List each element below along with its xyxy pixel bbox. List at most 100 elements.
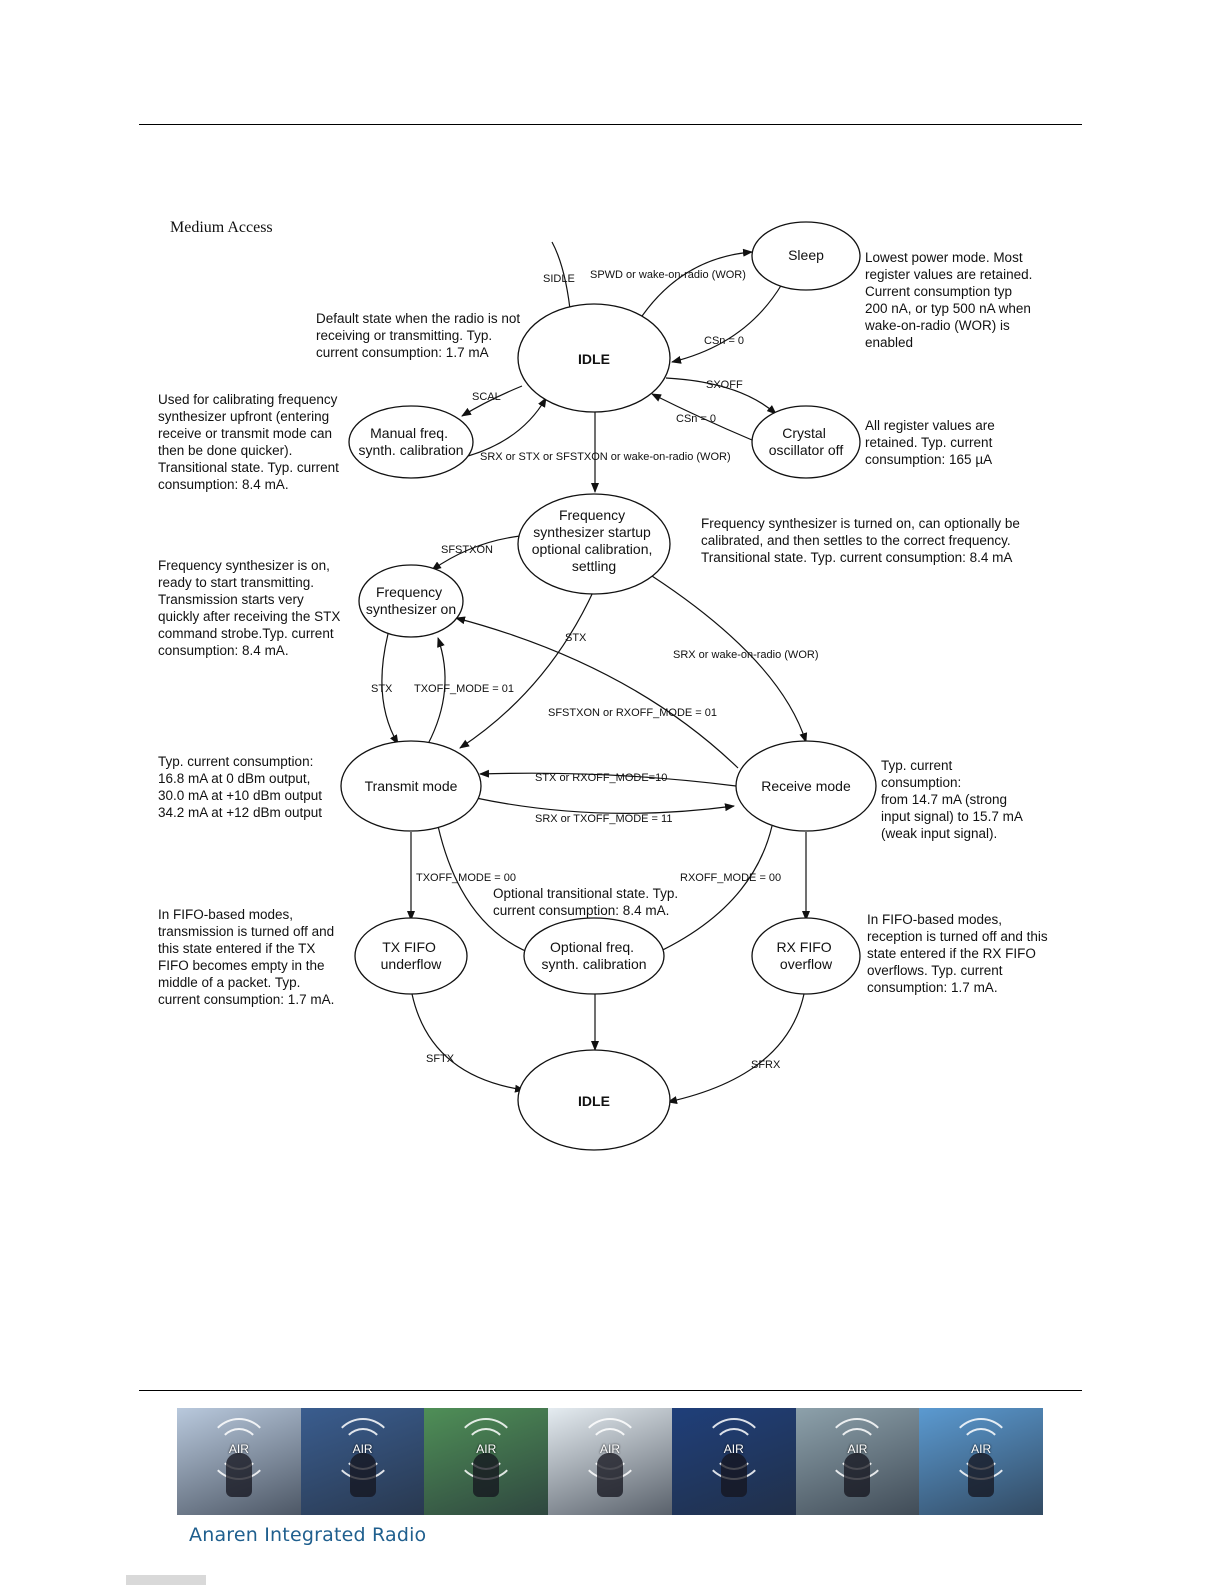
edge-label-srx-stx: SRX or STX or SFSTXON or wake-on-radio (… bbox=[480, 451, 731, 463]
edge-stx-startup bbox=[459, 589, 595, 749]
state-tx-underflow-label: TX FIFO underflow bbox=[381, 939, 443, 972]
edge-label-sfrx: SFRX bbox=[751, 1059, 781, 1071]
edge-label-csn-sleep: CSn = 0 bbox=[704, 335, 744, 347]
banner-tile: AIR bbox=[671, 1408, 796, 1515]
state-opt-cal-label: Optional freq. synth. calibration bbox=[541, 939, 646, 972]
state-rx-mode bbox=[735, 740, 877, 832]
edge-label-sxoff: SXOFF bbox=[706, 379, 743, 391]
state-idle-bottom-label: IDLE bbox=[578, 1093, 610, 1109]
edge-label-txoff01: TXOFF_MODE = 01 bbox=[414, 683, 514, 695]
edge-srx-txoff11 bbox=[475, 797, 735, 814]
athlete-figure bbox=[225, 1453, 252, 1497]
diagram-heading: Medium Access bbox=[170, 219, 273, 236]
banner-tile: AIR bbox=[795, 1408, 920, 1515]
state-sleep bbox=[751, 221, 861, 291]
athlete-figure bbox=[473, 1453, 500, 1497]
athlete-figure bbox=[597, 1453, 624, 1497]
edge-spwd bbox=[637, 248, 753, 323]
air-badge: AIR bbox=[723, 1441, 744, 1456]
air-badge: AIR bbox=[476, 1441, 497, 1456]
note-idle: Default state when the radio is not rece… bbox=[316, 311, 524, 360]
edge-label-stx-rxoff10: STX or RXOFF_MODE=10 bbox=[535, 772, 667, 784]
banner-tile: AIR bbox=[300, 1408, 425, 1515]
state-fs-startup-label: Frequency synthesizer startup optional c… bbox=[532, 507, 657, 574]
footer-rule bbox=[139, 1390, 1082, 1391]
note-rx: Typ. current consumption: from 14.7 mA (… bbox=[881, 758, 1026, 841]
athlete-figure bbox=[349, 1453, 376, 1497]
state-diagram: Medium Access bbox=[158, 219, 1051, 1151]
note-xosc: All register values are retained. Typ. c… bbox=[865, 418, 999, 467]
state-xosc-off-label: Crystal oscillator off bbox=[769, 425, 844, 458]
edge-csn-xosc bbox=[651, 393, 753, 441]
edge-label-sftx: SFTX bbox=[426, 1053, 455, 1065]
air-badge: AIR bbox=[847, 1441, 868, 1456]
note-tx-underflow: In FIFO-based modes, transmission is tur… bbox=[158, 907, 338, 1007]
edge-scal bbox=[461, 385, 523, 417]
page-marker bbox=[126, 1575, 206, 1585]
state-rx-mode-label: Receive mode bbox=[761, 778, 851, 794]
edge-label-csn-xosc: CSn = 0 bbox=[676, 413, 716, 425]
state-xosc-off bbox=[751, 405, 861, 479]
athlete-figure bbox=[720, 1453, 747, 1497]
air-badge: AIR bbox=[600, 1441, 621, 1456]
state-manual-cal bbox=[348, 405, 474, 479]
note-opt-cal: Optional transitional state. Typ. curren… bbox=[493, 886, 682, 918]
state-idle-bottom bbox=[517, 1049, 671, 1151]
edge-srx-wor bbox=[651, 575, 808, 743]
edge-txoff01 bbox=[427, 637, 446, 745]
state-idle-top bbox=[517, 303, 671, 413]
state-fs-on bbox=[358, 564, 464, 638]
edge-label-rxoff00: RXOFF_MODE = 00 bbox=[680, 872, 781, 884]
athlete-figure bbox=[968, 1453, 995, 1497]
note-manual-cal: Used for calibrating frequency synthesiz… bbox=[158, 392, 343, 492]
edge-label-scal: SCAL bbox=[472, 391, 501, 403]
edge-csn-sleep bbox=[671, 283, 783, 364]
state-rx-overflow-label: RX FIFO overflow bbox=[776, 939, 835, 972]
banner-tile: AIR bbox=[919, 1408, 1044, 1515]
edge-label-stx-fs: STX bbox=[371, 683, 393, 695]
edge-label-sfstxon-rxoff: SFSTXON or RXOFF_MODE = 01 bbox=[548, 707, 717, 719]
header-rule bbox=[139, 124, 1082, 125]
note-sleep: Lowest power mode. Most register values … bbox=[864, 250, 1036, 350]
state-fs-on-label: Frequency synthesizer on bbox=[366, 584, 456, 617]
athlete-figure bbox=[844, 1453, 871, 1497]
brand-name: Anaren Integrated Radio bbox=[189, 1524, 427, 1546]
banner-tile: AIR bbox=[548, 1408, 672, 1515]
state-fs-startup bbox=[517, 493, 671, 595]
edge-label-srx-txoff11: SRX or TXOFF_MODE = 11 bbox=[535, 813, 672, 825]
air-badge: AIR bbox=[352, 1441, 373, 1456]
state-tx-mode bbox=[340, 740, 482, 832]
edge-label-txoff00: TXOFF_MODE = 00 bbox=[416, 872, 516, 884]
state-sleep-label: Sleep bbox=[788, 247, 824, 263]
edge-label-sfstxon: SFSTXON bbox=[441, 544, 493, 556]
edge-manual-to-idle bbox=[467, 397, 547, 457]
footer-banner: AIR AIR AIR AIR AIR AIR AIR bbox=[177, 1408, 1044, 1515]
edge-label-sidle: SIDLE bbox=[543, 273, 575, 285]
banner-tile: AIR bbox=[424, 1408, 549, 1515]
edge-label-stx-startup: STX bbox=[565, 632, 587, 644]
edge-stx-rxoff10 bbox=[479, 769, 737, 787]
edge-rxoff00 bbox=[649, 825, 773, 957]
state-opt-cal bbox=[523, 917, 665, 995]
edge-sfrx bbox=[667, 993, 805, 1104]
state-tx-mode-label: Transmit mode bbox=[365, 778, 458, 794]
edge-sfstxon-rxoff bbox=[455, 616, 739, 769]
edge-sfstxon bbox=[431, 535, 521, 571]
state-idle-top-label: IDLE bbox=[578, 351, 610, 367]
state-tx-underflow bbox=[354, 917, 468, 995]
note-fs-startup: Frequency synthesizer is turned on, can … bbox=[701, 516, 1024, 565]
edge-txoff00 bbox=[437, 825, 539, 957]
state-rx-overflow bbox=[751, 917, 861, 995]
state-manual-cal-label: Manual freq. synth. calibration bbox=[358, 425, 463, 458]
air-badge: AIR bbox=[971, 1441, 992, 1456]
air-badge: AIR bbox=[228, 1441, 249, 1456]
note-fs-on: Frequency synthesizer is on, ready to st… bbox=[158, 558, 344, 658]
note-rx-overflow: In FIFO-based modes, reception is turned… bbox=[867, 912, 1051, 995]
note-tx: Typ. current consumption: 16.8 mA at 0 d… bbox=[158, 754, 326, 820]
edge-sftx bbox=[411, 993, 525, 1093]
banner-tile: AIR bbox=[177, 1408, 301, 1515]
edge-label-spwd: SPWD or wake-on-radio (WOR) bbox=[590, 269, 746, 281]
edge-sxoff bbox=[665, 377, 777, 415]
edge-label-srx-wor: SRX or wake-on-radio (WOR) bbox=[673, 649, 818, 661]
edge-stx-fs bbox=[381, 633, 399, 745]
